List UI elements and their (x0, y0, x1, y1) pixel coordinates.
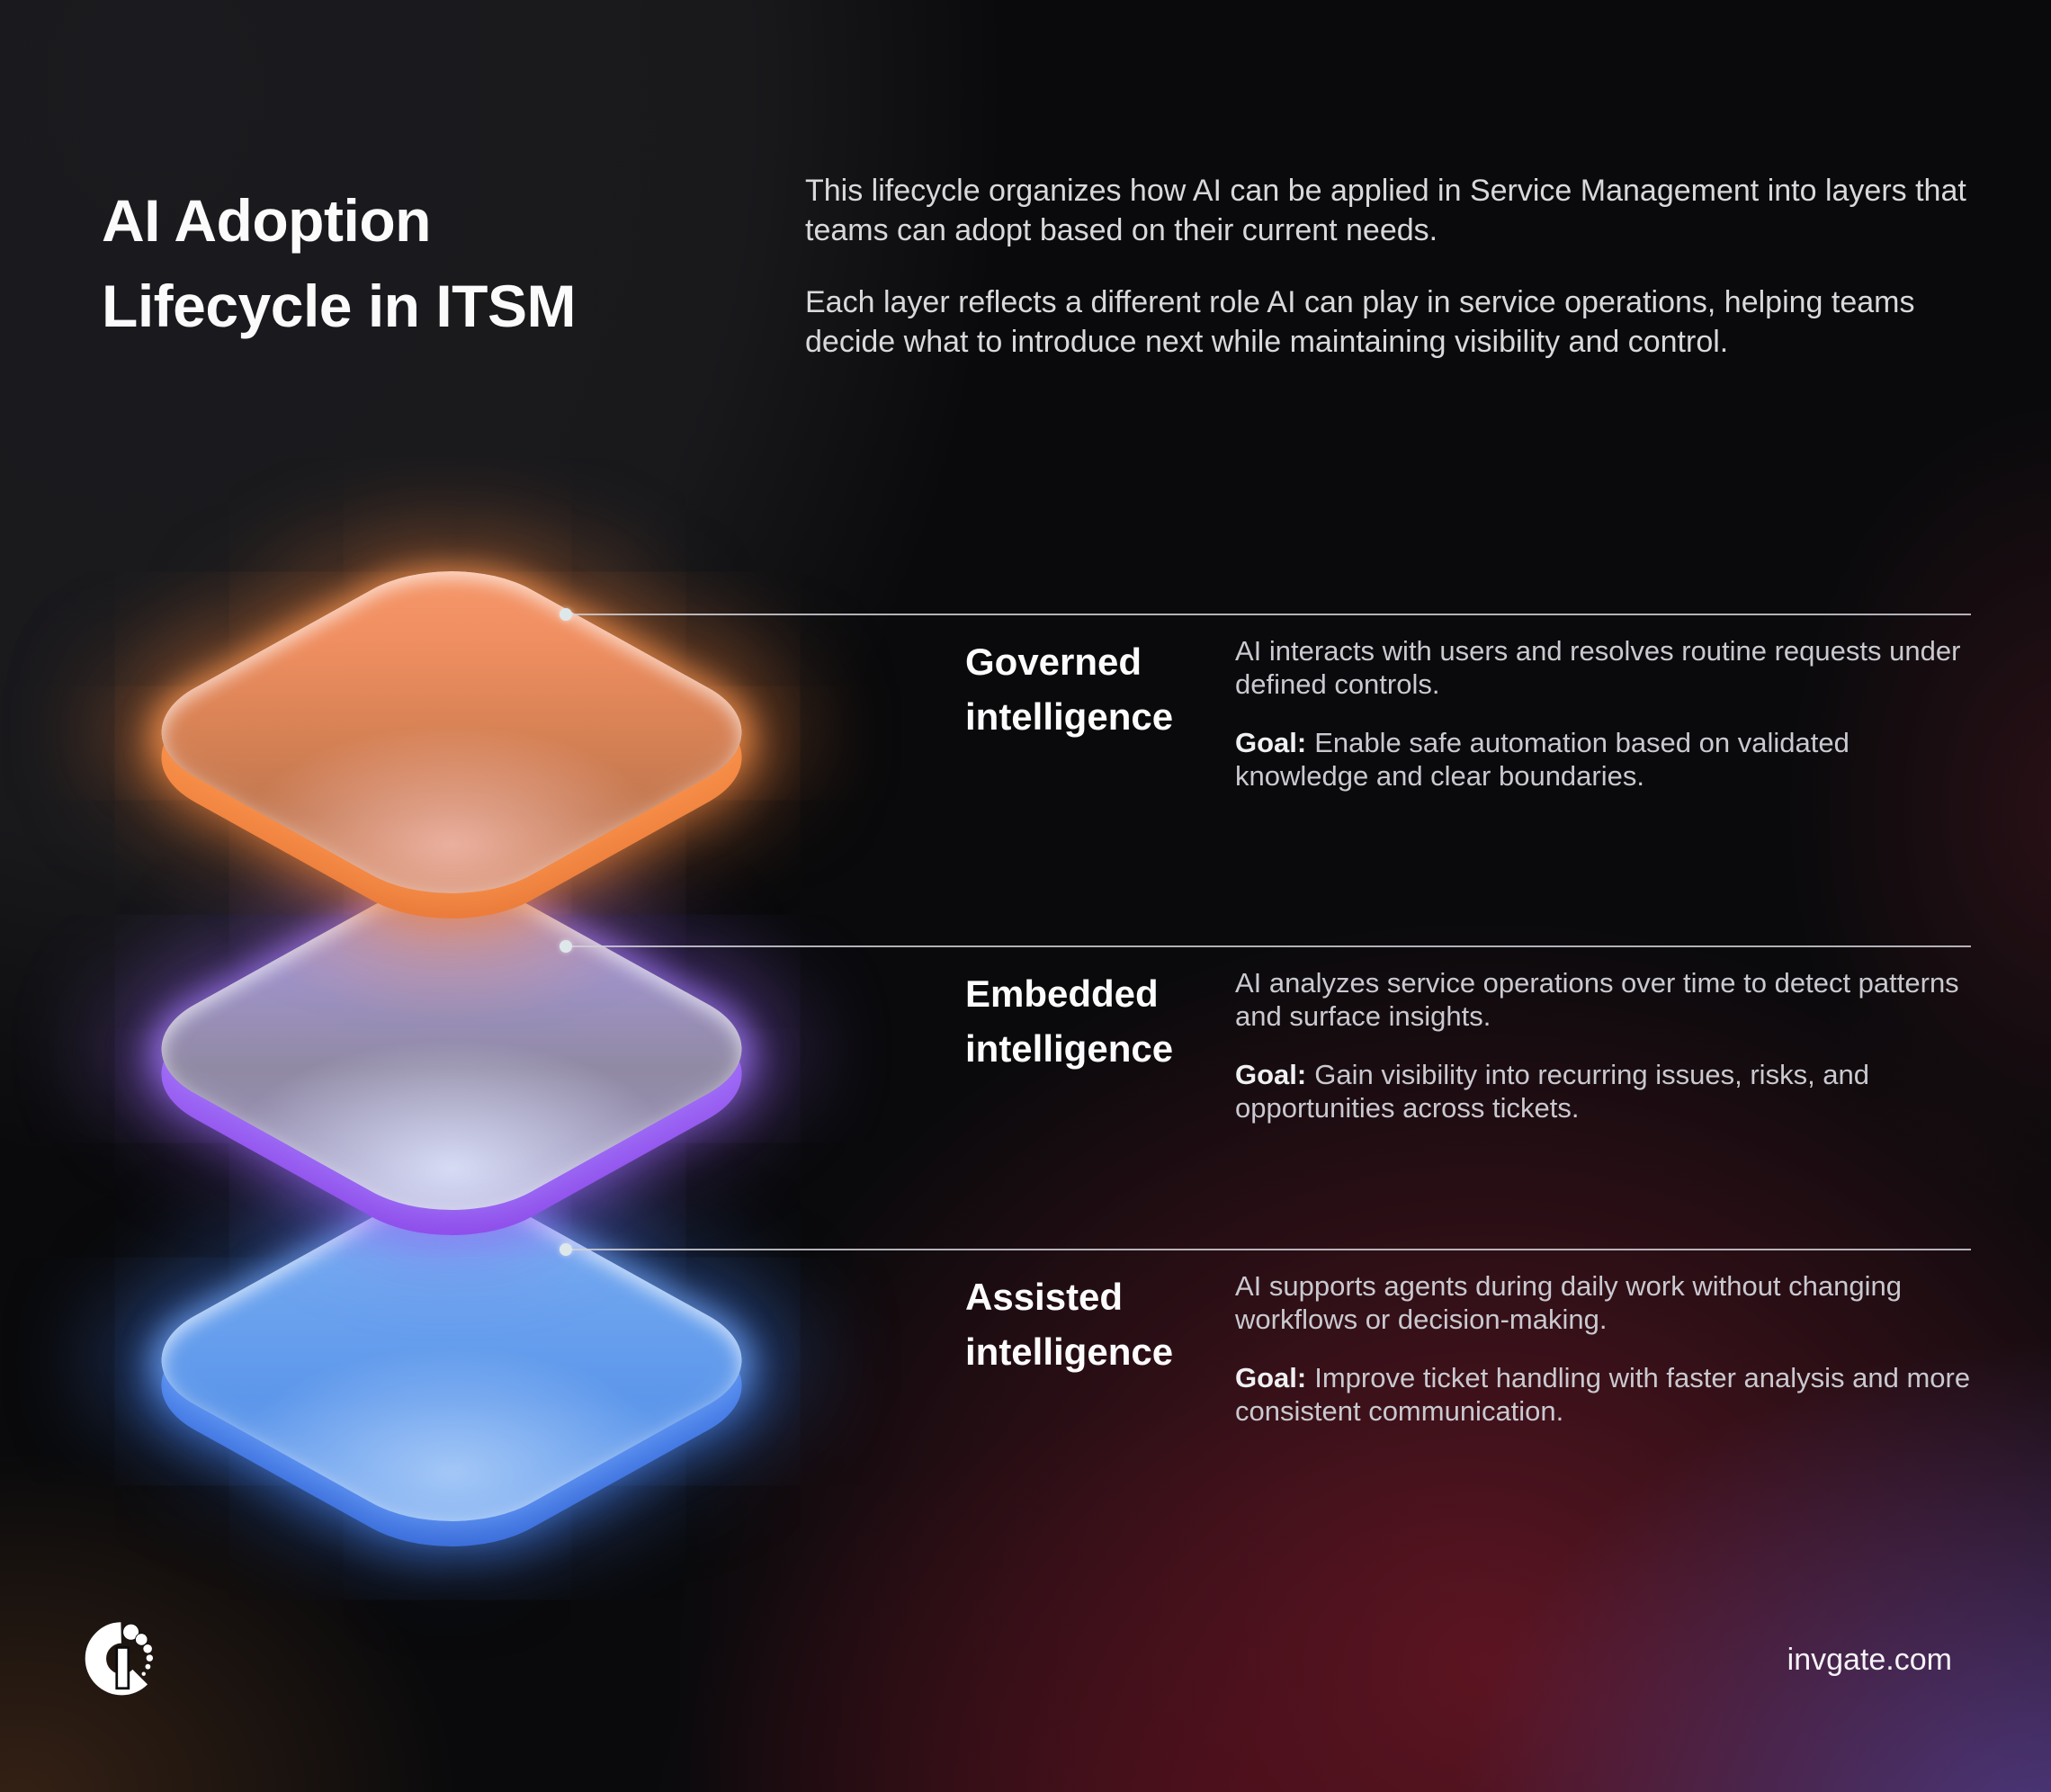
governed-diamond-face (114, 545, 789, 919)
section-assisted-description: AI supports agents during daily work wit… (1235, 1270, 1902, 1335)
intro-paragraph-2: Each layer reflects a different role AI … (805, 285, 1915, 359)
goal-label: Goal: (1235, 1059, 1307, 1090)
connector-dot-embedded (560, 940, 572, 953)
background-purple-corner (1196, 1124, 2051, 1792)
section-assisted-goal: Goal:Improve ticket handling with faster… (1235, 1361, 1975, 1428)
goal-text: Gain visibility into recurring issues, r… (1235, 1059, 1870, 1124)
section-governed-description: AI interacts with users and resolves rou… (1235, 635, 1961, 700)
section-governed: Governed intelligence AI interacts with … (965, 634, 1975, 793)
intro-text: This lifecycle organizes how AI can be a… (805, 171, 1984, 362)
section-embedded-description: AI analyzes service operations over time… (1235, 967, 1959, 1032)
section-embedded: Embedded intelligence AI analyzes servic… (965, 966, 1975, 1124)
background-red-right-edge (1664, 225, 2051, 1394)
website-url: invgate.com (1787, 1643, 1952, 1677)
connector-line-assisted (566, 1249, 1971, 1250)
section-assisted-body: AI supports agents during daily work wit… (1235, 1269, 1975, 1428)
connector-line-governed (566, 614, 1971, 615)
section-assisted: Assisted intelligence AI supports agents… (965, 1269, 1975, 1428)
connector-line-embedded (566, 945, 1971, 947)
invgate-logo-icon (85, 1622, 158, 1696)
connector-dot-governed (560, 608, 572, 621)
section-governed-body: AI interacts with users and resolves rou… (1235, 634, 1975, 793)
goal-label: Goal: (1235, 727, 1307, 758)
page-title-line-2: Lifecycle in ITSM (102, 273, 576, 339)
section-assisted-title: Assisted intelligence (965, 1276, 1174, 1373)
connector-dot-assisted (560, 1243, 572, 1256)
goal-text: Improve ticket handling with faster anal… (1235, 1362, 1971, 1427)
page-title-line-1: AI Adoption (102, 187, 431, 254)
governed-layer-diamond (114, 521, 789, 945)
page-title: AI Adoption Lifecycle in ITSM (102, 178, 785, 349)
section-governed-title: Governed intelligence (965, 641, 1174, 738)
goal-label: Goal: (1235, 1362, 1307, 1393)
intro-paragraph-1: This lifecycle organizes how AI can be a… (805, 174, 1966, 247)
section-embedded-body: AI analyzes service operations over time… (1235, 966, 1975, 1124)
section-embedded-goal: Goal:Gain visibility into recurring issu… (1235, 1058, 1975, 1124)
goal-text: Enable safe automation based on validate… (1235, 727, 1849, 792)
section-embedded-title: Embedded intelligence (965, 972, 1174, 1070)
section-governed-goal: Goal:Enable safe automation based on val… (1235, 726, 1975, 793)
